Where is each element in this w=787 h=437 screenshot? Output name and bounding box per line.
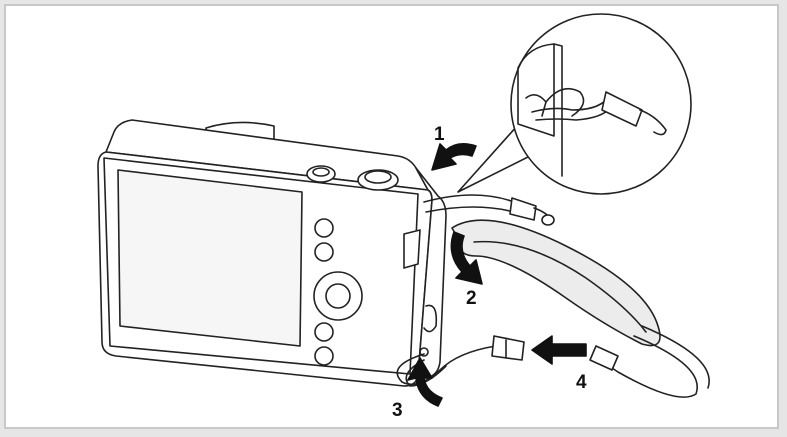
strap-buckle	[590, 346, 618, 370]
camera-body	[98, 120, 446, 386]
arrow-step-1	[432, 144, 476, 170]
arrow-step-4	[532, 336, 586, 364]
flash-window	[404, 230, 420, 268]
control-button	[315, 323, 333, 341]
shutter-button	[358, 170, 398, 190]
step-label-2: 2	[466, 288, 477, 309]
illustration-frame: 1 2 3 4	[4, 4, 779, 429]
strap-loop	[452, 220, 660, 345]
camera-strap-attachment-diagram: 1 2 3 4	[6, 6, 777, 427]
strap-connector-upper	[510, 198, 536, 220]
lower-connector	[492, 336, 524, 360]
strap-eyelet	[542, 215, 554, 225]
control-button	[315, 243, 333, 261]
control-button	[315, 219, 333, 237]
step-label-4: 4	[576, 372, 587, 393]
step-label-3: 3	[392, 400, 403, 421]
step-label-1: 1	[434, 124, 445, 145]
lcd-screen	[118, 170, 302, 346]
control-button	[315, 347, 333, 365]
detail-callout	[458, 14, 691, 194]
four-way-dial	[314, 272, 362, 320]
